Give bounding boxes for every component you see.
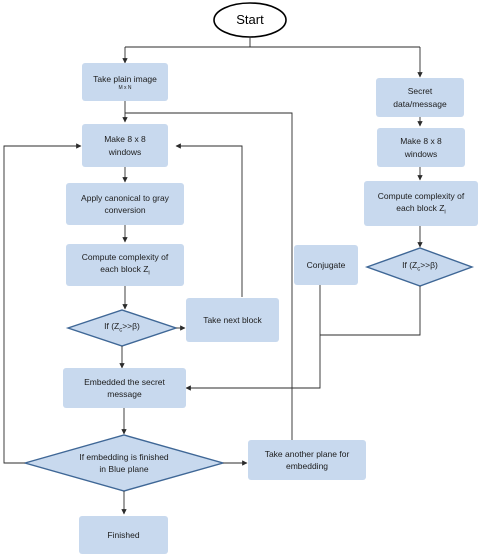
conjugate-label: Conjugate <box>306 259 346 270</box>
complexity-right-line1: Compute complexity of <box>377 190 465 201</box>
complexity-right-line2: each block Zi <box>396 202 446 216</box>
decision-right-label: If (Zc>>β) <box>402 260 438 273</box>
connector-conjugate-to-embedded <box>185 285 321 391</box>
decision-left-label: If (Zc>>β) <box>104 321 140 334</box>
take-another-plane-box: Take another plane for embedding <box>248 440 366 480</box>
connector-next-block-loop <box>175 143 243 297</box>
complexity-right-box: Compute complexity of each block Zi <box>364 181 478 226</box>
take-next-block-label: Take next block <box>203 314 262 325</box>
secret-data-box: Secret data/message <box>376 78 464 117</box>
secret-line1: Secret <box>407 86 433 97</box>
canonical-gray-box: Apply canonical to gray conversion <box>66 183 184 225</box>
embedded-line2: message <box>107 389 142 399</box>
complexity-left-line2: each block Zi <box>100 264 150 278</box>
make-windows-left-line1: Make 8 x 8 <box>104 134 146 145</box>
another-plane-line1: Take another plane for <box>264 448 350 459</box>
take-plain-image-sub: M x N <box>118 85 132 92</box>
embedded-secret-box: Embedded the secret message <box>63 368 186 408</box>
connector-start-split <box>125 37 420 48</box>
make-windows-right-line2: windows <box>404 148 438 159</box>
make-windows-left-line2: windows <box>108 146 142 157</box>
another-plane-line2: embedding <box>285 461 329 471</box>
embedded-line1: Embedded the secret <box>84 376 165 387</box>
connector-outer-loop <box>3 143 82 464</box>
finished-check-label: If embedding is finished in Blue plane <box>79 451 169 474</box>
canonical-line1: Apply canonical to gray <box>81 192 169 203</box>
canonical-line2: conversion <box>104 205 146 215</box>
connector-another-plane-loop <box>125 112 293 441</box>
make-windows-right-box: Make 8 x 8 windows <box>377 128 465 167</box>
conjugate-box: Conjugate <box>294 245 358 285</box>
take-next-block-box: Take next block <box>186 298 279 342</box>
make-windows-left-box: Make 8 x 8 windows <box>82 124 168 167</box>
connector-rdecision-down <box>320 286 421 336</box>
finished-label: Finished <box>107 529 140 540</box>
complexity-left-line1: Compute complexity of <box>81 252 169 263</box>
secret-line2: data/message <box>393 98 447 109</box>
decision-right-diamond <box>364 247 475 287</box>
take-plain-image-label: Take plain image <box>93 73 157 84</box>
take-plain-image-box: Take plain image M x N <box>82 63 168 101</box>
finished-box: Finished <box>79 516 168 554</box>
start-label: Start <box>236 11 264 27</box>
make-windows-right-line1: Make 8 x 8 <box>400 136 442 147</box>
complexity-left-box: Compute complexity of each block Zi <box>66 244 184 286</box>
